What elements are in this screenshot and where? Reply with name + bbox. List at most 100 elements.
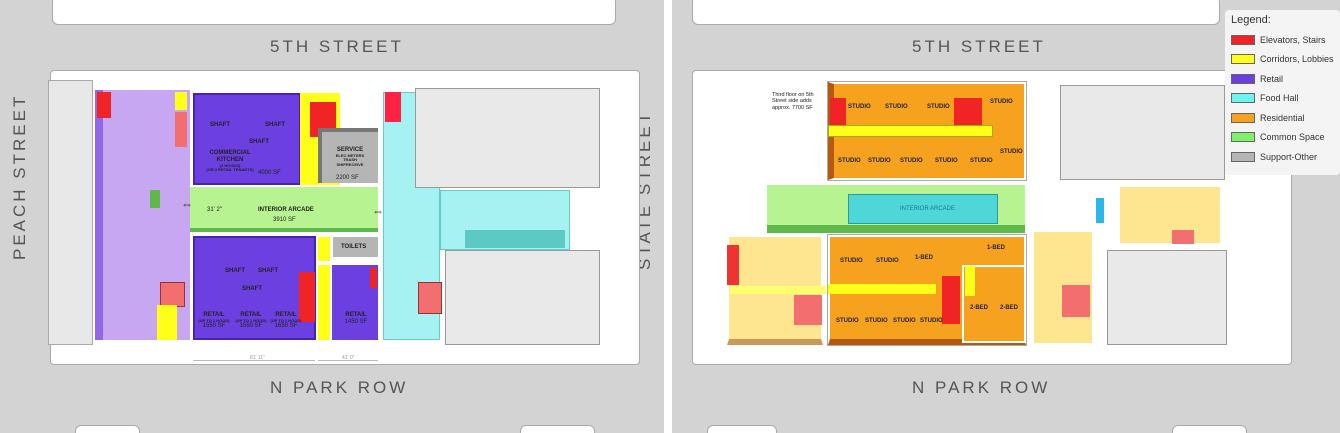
- stair-n-east: [954, 98, 982, 128]
- legend-swatch: [1231, 73, 1255, 84]
- legend-item: Common Space: [1231, 128, 1334, 148]
- unit-studio: STUDIO: [865, 318, 888, 324]
- legend-item: Corridors, Lobbies: [1231, 50, 1334, 70]
- legend-item: Food Hall: [1231, 89, 1334, 109]
- service-label: SERVICE ELEC METERS TRASH SHIPRECEIVE: [335, 147, 365, 168]
- stair-south: [942, 276, 960, 324]
- shaft-label: SHAFT: [249, 139, 269, 145]
- legend-swatch: [1231, 34, 1255, 45]
- unit-studio: STUDIO: [900, 158, 923, 164]
- block-south-right: [1172, 425, 1247, 433]
- legend: Legend: Elevators, Stairs Corridors, Lob…: [1225, 10, 1340, 175]
- unit-studio: STUDIO: [838, 158, 861, 164]
- unit-studio: STUDIO: [1000, 149, 1023, 155]
- commercial-kitchen: [193, 93, 301, 185]
- dimension-line: [193, 360, 315, 361]
- corridor-retail-4: [318, 265, 330, 340]
- building-east-north: [415, 88, 600, 188]
- shaft-label: SHAFT: [265, 122, 285, 128]
- street-label-top: 5TH STREET: [912, 37, 1046, 56]
- corridor-2bed: [965, 266, 975, 296]
- interior-arcade-box: [848, 194, 998, 224]
- kitchen-area: 4000 SF: [258, 170, 281, 176]
- block-north: [692, 0, 1220, 25]
- unit-1bed: 1-BED: [915, 255, 934, 261]
- wall-west: [48, 80, 93, 345]
- street-label-bottom: N PARK ROW: [912, 378, 1051, 397]
- service-area: 2200 SF: [336, 175, 359, 181]
- unit-studio: STUDIO: [885, 104, 908, 110]
- stair-retail: [299, 272, 315, 322]
- street-label-left: PEACH STREET: [10, 93, 29, 260]
- door-arrow-icon: ⇔: [372, 204, 384, 218]
- unit-studio: STUDIO: [848, 104, 871, 110]
- arcade-label: INTERIOR ARCADE: [258, 207, 314, 213]
- corridor-nw: [175, 92, 187, 110]
- arcade-label: INTERIOR ARCADE: [900, 206, 956, 212]
- legend-title: Legend:: [1231, 14, 1271, 26]
- unit-2bed: 2-BED: [1000, 305, 1019, 311]
- block-north: [52, 0, 616, 25]
- corridor-west: [730, 286, 826, 294]
- legend-item: Elevators, Stairs: [1231, 30, 1334, 50]
- unit-2bed: 2-BED: [970, 305, 989, 311]
- interior-arcade: [190, 187, 378, 232]
- legend-item: Residential: [1231, 108, 1334, 128]
- unit-studio: STUDIO: [836, 318, 859, 324]
- lobby-west-shadow: [95, 90, 103, 340]
- unit-studio: STUDIO: [927, 104, 950, 110]
- stair-sw: [160, 282, 185, 307]
- block-south-left: [707, 425, 777, 433]
- stair-retail-4: [370, 268, 377, 288]
- service-room: [318, 128, 378, 183]
- legend-swatch: [1231, 132, 1255, 143]
- food-hall-counter: [465, 230, 565, 248]
- dimension-label: 41' 0": [342, 355, 355, 361]
- legend-swatch: [1231, 54, 1255, 65]
- arcade-area: 3910 SF: [273, 217, 296, 223]
- unit-studio: STUDIO: [893, 318, 916, 324]
- ground-floor-plan: 5TH STREET N PARK ROW PEACH STREET STATE…: [0, 0, 664, 433]
- unit-1bed: 1-BED: [987, 245, 1006, 251]
- shaft-label: SHAFT: [242, 286, 262, 292]
- toilets-label: TOILETS: [341, 244, 367, 250]
- toilets: [333, 237, 378, 257]
- unit-studio: STUDIO: [920, 318, 943, 324]
- arcade-dimension: 31' 2": [207, 207, 222, 213]
- food-hall-marker: [1096, 198, 1104, 223]
- stair-food-hall: [385, 92, 401, 122]
- stair-ne: [1172, 230, 1194, 244]
- retail-3: RETAIL(UP TO 1 HOOD)1650 SF: [270, 312, 302, 330]
- block-south-left: [75, 425, 140, 433]
- unit-studio: STUDIO: [868, 158, 891, 164]
- building-east-south: [1107, 250, 1227, 345]
- legend-item: Support-Other: [1231, 147, 1334, 167]
- building-east-south: [445, 250, 600, 345]
- unit-studio: STUDIO: [840, 258, 863, 264]
- building-east-north: [1060, 85, 1225, 180]
- retail-1: RETAIL(UP TO 1 HOOD)1550 SF: [198, 312, 230, 330]
- unit-studio: STUDIO: [990, 99, 1013, 105]
- dimension-line: [318, 360, 378, 361]
- dimension-label: 81' 11": [250, 355, 265, 361]
- street-label-top: 5TH STREET: [270, 37, 404, 56]
- residential-ne: [1118, 185, 1222, 245]
- legend-swatch: [1231, 112, 1255, 123]
- stair-west: [727, 245, 739, 285]
- stair-nw: [97, 92, 111, 118]
- legend-swatch: [1231, 151, 1255, 162]
- retail-2: RETAIL(UP TO 1 HOOD)1550 SF: [235, 312, 267, 330]
- door-arrow-icon: ⇔: [181, 197, 193, 211]
- shaft-label: SHAFT: [210, 122, 230, 128]
- corridor-toilets: [318, 237, 330, 261]
- stair-n-west: [830, 98, 846, 128]
- stair-east: [1062, 285, 1090, 317]
- stair-w: [175, 112, 187, 147]
- corridor-south: [828, 284, 936, 294]
- stair-west-s: [794, 295, 822, 325]
- corridor-sw: [157, 305, 177, 340]
- stair-food-hall-s: [418, 282, 442, 314]
